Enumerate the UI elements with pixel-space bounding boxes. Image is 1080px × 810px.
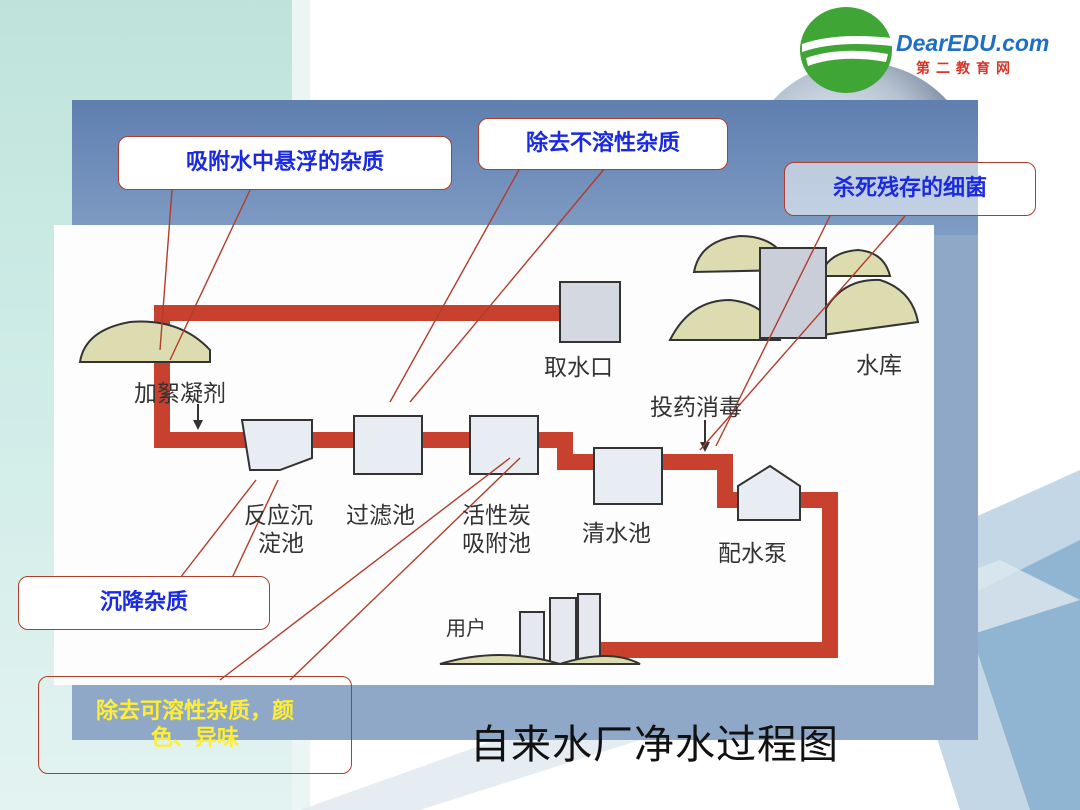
label-intake: 取水口 [544, 355, 613, 381]
page-title: 自来水厂净水过程图 [470, 722, 839, 768]
tree-icon [818, 248, 892, 277]
label-user: 用户 [446, 616, 486, 640]
label-dosing: 投药消毒 [650, 395, 742, 421]
shrub-icon [439, 654, 641, 666]
callout-remove-insoluble: 除去不溶性杂质 [478, 118, 728, 170]
filter-tank-shape [353, 415, 423, 475]
callout-settle: 沉降杂质 [18, 576, 270, 630]
logo-subtitle: 第二教育网 [916, 61, 1016, 77]
tank-shapes [240, 415, 801, 521]
logo-icon [800, 7, 892, 93]
callout-leader-lines [159, 167, 906, 681]
user-buildings [519, 593, 601, 665]
pump-house-shape [737, 464, 801, 521]
label-sediment-1: 反应沉 [244, 503, 313, 529]
carbon-tank-shape [469, 415, 539, 475]
callout-remove-soluble-line2: 色、异味 [150, 726, 239, 751]
sediment-tank-shape [240, 419, 313, 471]
label-filter: 过滤池 [346, 503, 415, 529]
label-reservoir: 水库 [856, 353, 902, 379]
intake-shape [559, 281, 621, 343]
pipe-to-users [600, 492, 838, 658]
logo-wordmark: DearEDU.com [896, 30, 1050, 56]
clear-tank-shape [593, 447, 663, 505]
callout-kill-bacteria: 杀死残存的细菌 [784, 162, 1036, 216]
label-pump: 配水泵 [718, 541, 787, 567]
callout-remove-soluble: 除去可溶性杂质，颜 色、异味 [38, 676, 352, 774]
label-flocculant: 加絮凝剂 [134, 381, 226, 407]
label-carbon-2: 吸附池 [462, 531, 531, 557]
reservoir-shape [759, 247, 827, 339]
label-sediment-2: 淀池 [258, 531, 304, 557]
label-carbon-1: 活性炭 [462, 503, 531, 529]
pipe-intake [154, 305, 565, 448]
tree-icon [813, 278, 920, 338]
label-clear-tank: 清水池 [582, 521, 651, 547]
callout-remove-soluble-line1: 除去可溶性杂质，颜 [95, 698, 294, 724]
callout-adsorb-suspended: 吸附水中悬浮的杂质 [118, 136, 452, 190]
tree-icon [78, 320, 211, 363]
tree-icons [78, 234, 920, 363]
